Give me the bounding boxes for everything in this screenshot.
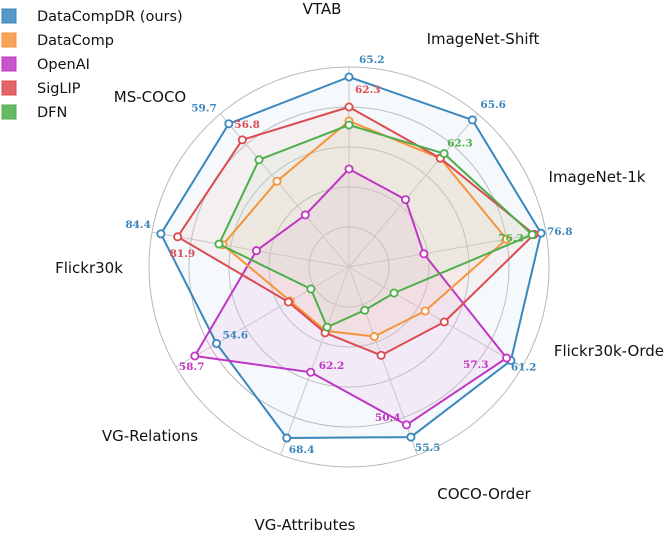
series-line-1 (159, 76, 542, 439)
series-4-point-8 (173, 232, 183, 242)
series-fill-3 (194, 169, 507, 425)
series-line-5 (218, 124, 534, 329)
axis-label-flickr30k: Flickr30k (55, 259, 123, 277)
series-2-point-3 (502, 234, 512, 244)
series-1-point-3 (536, 228, 546, 238)
axis-label-imagenet-1k: ImageNet-1k (549, 168, 646, 186)
series-5-point-7 (306, 284, 316, 294)
series-3-point-4 (502, 353, 512, 363)
axis-label-flickr30k-order: Flickr30k-Order (554, 342, 664, 360)
legend-swatch-1 (1, 8, 17, 24)
axis-label-vg-relations: VG-Relations (102, 427, 198, 445)
value-label-1-2: 65.6 (480, 99, 506, 111)
value-label-3-5: 50.4 (375, 412, 401, 424)
axis-label-vg-attributes: VG-Attributes (254, 516, 355, 533)
value-label-1-8: 84.4 (125, 219, 151, 231)
value-label-3-7: 58.7 (179, 361, 205, 373)
grid-spoke-3 (348, 231, 547, 268)
series-5-point-5 (360, 305, 370, 315)
series-1-point-5 (406, 432, 416, 442)
series-3-point-5 (401, 420, 411, 430)
series-3-point-8 (251, 246, 261, 256)
axis-label-imagenet-shift: ImageNet-Shift (427, 30, 540, 48)
series-5-point-3 (527, 230, 537, 240)
value-label-4-8: 81.9 (170, 248, 196, 260)
series-line-4 (176, 106, 536, 357)
series-3-point-9 (300, 210, 310, 220)
series-4-point-1 (344, 102, 354, 112)
grid-spoke-2 (348, 113, 478, 268)
series-5-point-8 (214, 239, 224, 249)
grid-spoke-4 (348, 266, 523, 368)
series-2-point-4 (420, 306, 430, 316)
value-label-4-1: 62.3 (355, 84, 381, 96)
legend-label-1: DataCompDR (ours) (37, 9, 183, 25)
legend-label-2: DataComp (37, 33, 114, 49)
value-label-5-3: 76.2 (498, 233, 524, 245)
grid-spoke-7 (175, 266, 350, 368)
legend-label-3: OpenAI (37, 57, 90, 73)
value-label-1-4: 61.2 (511, 362, 537, 374)
series-4-point-9 (237, 135, 247, 145)
series-line-3 (193, 168, 508, 426)
series-4-point-5 (376, 350, 386, 360)
value-label-4-9: 56.8 (234, 119, 260, 131)
legend-swatch-2 (1, 32, 17, 48)
series-5-point-4 (389, 288, 399, 298)
series-5-point-6 (322, 322, 332, 332)
series-1-point-2 (467, 115, 477, 125)
series-1-point-8 (156, 229, 166, 239)
series-3-point-3 (419, 249, 429, 259)
series-5-point-2 (439, 149, 449, 159)
series-3-point-1 (344, 164, 354, 174)
legend-swatch-3 (1, 56, 17, 72)
value-label-3-4: 57.3 (463, 359, 489, 371)
series-3-point-6 (306, 367, 316, 377)
series-2-point-9 (272, 176, 282, 186)
axis-label-vtab: VTAB (303, 0, 342, 18)
series-3-point-7 (190, 351, 200, 361)
series-5-point-9 (254, 155, 264, 165)
legend-label-4: SigLIP (37, 81, 81, 97)
legend-swatch-5 (1, 104, 17, 120)
series-1-point-6 (282, 433, 292, 443)
value-label-5-2: 62.3 (447, 138, 473, 150)
series-line-2 (221, 120, 508, 338)
legend-swatch-4 (1, 80, 17, 96)
grid-spoke-6 (280, 266, 350, 456)
value-label-1-6: 68.4 (289, 444, 315, 456)
series-1-point-1 (344, 72, 354, 82)
value-label-1-3: 76.8 (547, 226, 573, 238)
series-4-point-4 (439, 317, 449, 327)
series-1-point-7 (211, 338, 221, 348)
axis-label-ms-coco: MS-COCO (114, 88, 186, 106)
series-3-point-2 (401, 195, 411, 205)
grid-spoke-8 (151, 231, 350, 268)
series-fill-2 (222, 121, 507, 337)
series-2-point-5 (369, 332, 379, 342)
series-1-point-9 (224, 119, 234, 129)
value-label-1-7: 54.6 (223, 330, 249, 342)
value-label-1-9: 59.7 (191, 103, 217, 115)
value-label-1-5: 55.5 (415, 442, 441, 454)
value-label-1-1: 65.2 (359, 54, 385, 66)
value-label-3-6: 62.2 (319, 360, 345, 372)
series-4-point-7 (283, 297, 293, 307)
legend-label-5: DFN (37, 105, 67, 121)
axis-label-coco-order: COCO-Order (437, 485, 531, 503)
series-5-point-1 (344, 120, 354, 130)
